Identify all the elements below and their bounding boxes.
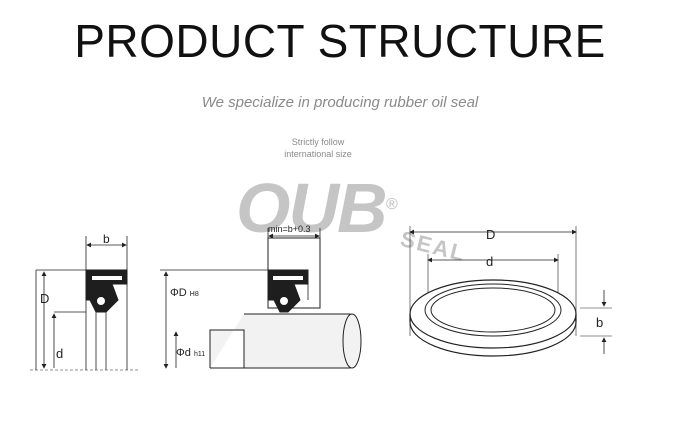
seal-3d-view (409, 226, 612, 357)
seal-width-label: b (103, 232, 110, 246)
shaft-diameter-symbol: Φd (176, 347, 191, 359)
page-title: PRODUCT STRUCTURE (74, 15, 606, 67)
housing-diameter-label: ΦD H8 (170, 287, 199, 299)
installation-drawing (160, 228, 362, 369)
seal-cross-section (30, 236, 140, 371)
housing-diameter-symbol: ΦD (170, 287, 187, 299)
seal-outer-diameter-label: D (40, 291, 50, 306)
page-subtitle: We specialize in producing rubber oil se… (201, 94, 479, 111)
size-note-line-1: Strictly follow (291, 137, 345, 147)
watermark-registered-mark: ® (386, 196, 398, 213)
size-note-line-2: international size (284, 149, 352, 159)
clearance-label: min=b+0.3 (268, 224, 311, 234)
seal-3d-inner-label: d (486, 254, 494, 269)
housing-tolerance: H8 (189, 291, 199, 298)
seal-inner-diameter-label: d (56, 346, 64, 361)
seal-3d-width-label: b (596, 315, 604, 330)
seal-3d-outer-label: D (486, 227, 496, 242)
shaft-tolerance: h11 (193, 351, 206, 358)
shaft-diameter-label: Φd h11 (176, 347, 205, 359)
